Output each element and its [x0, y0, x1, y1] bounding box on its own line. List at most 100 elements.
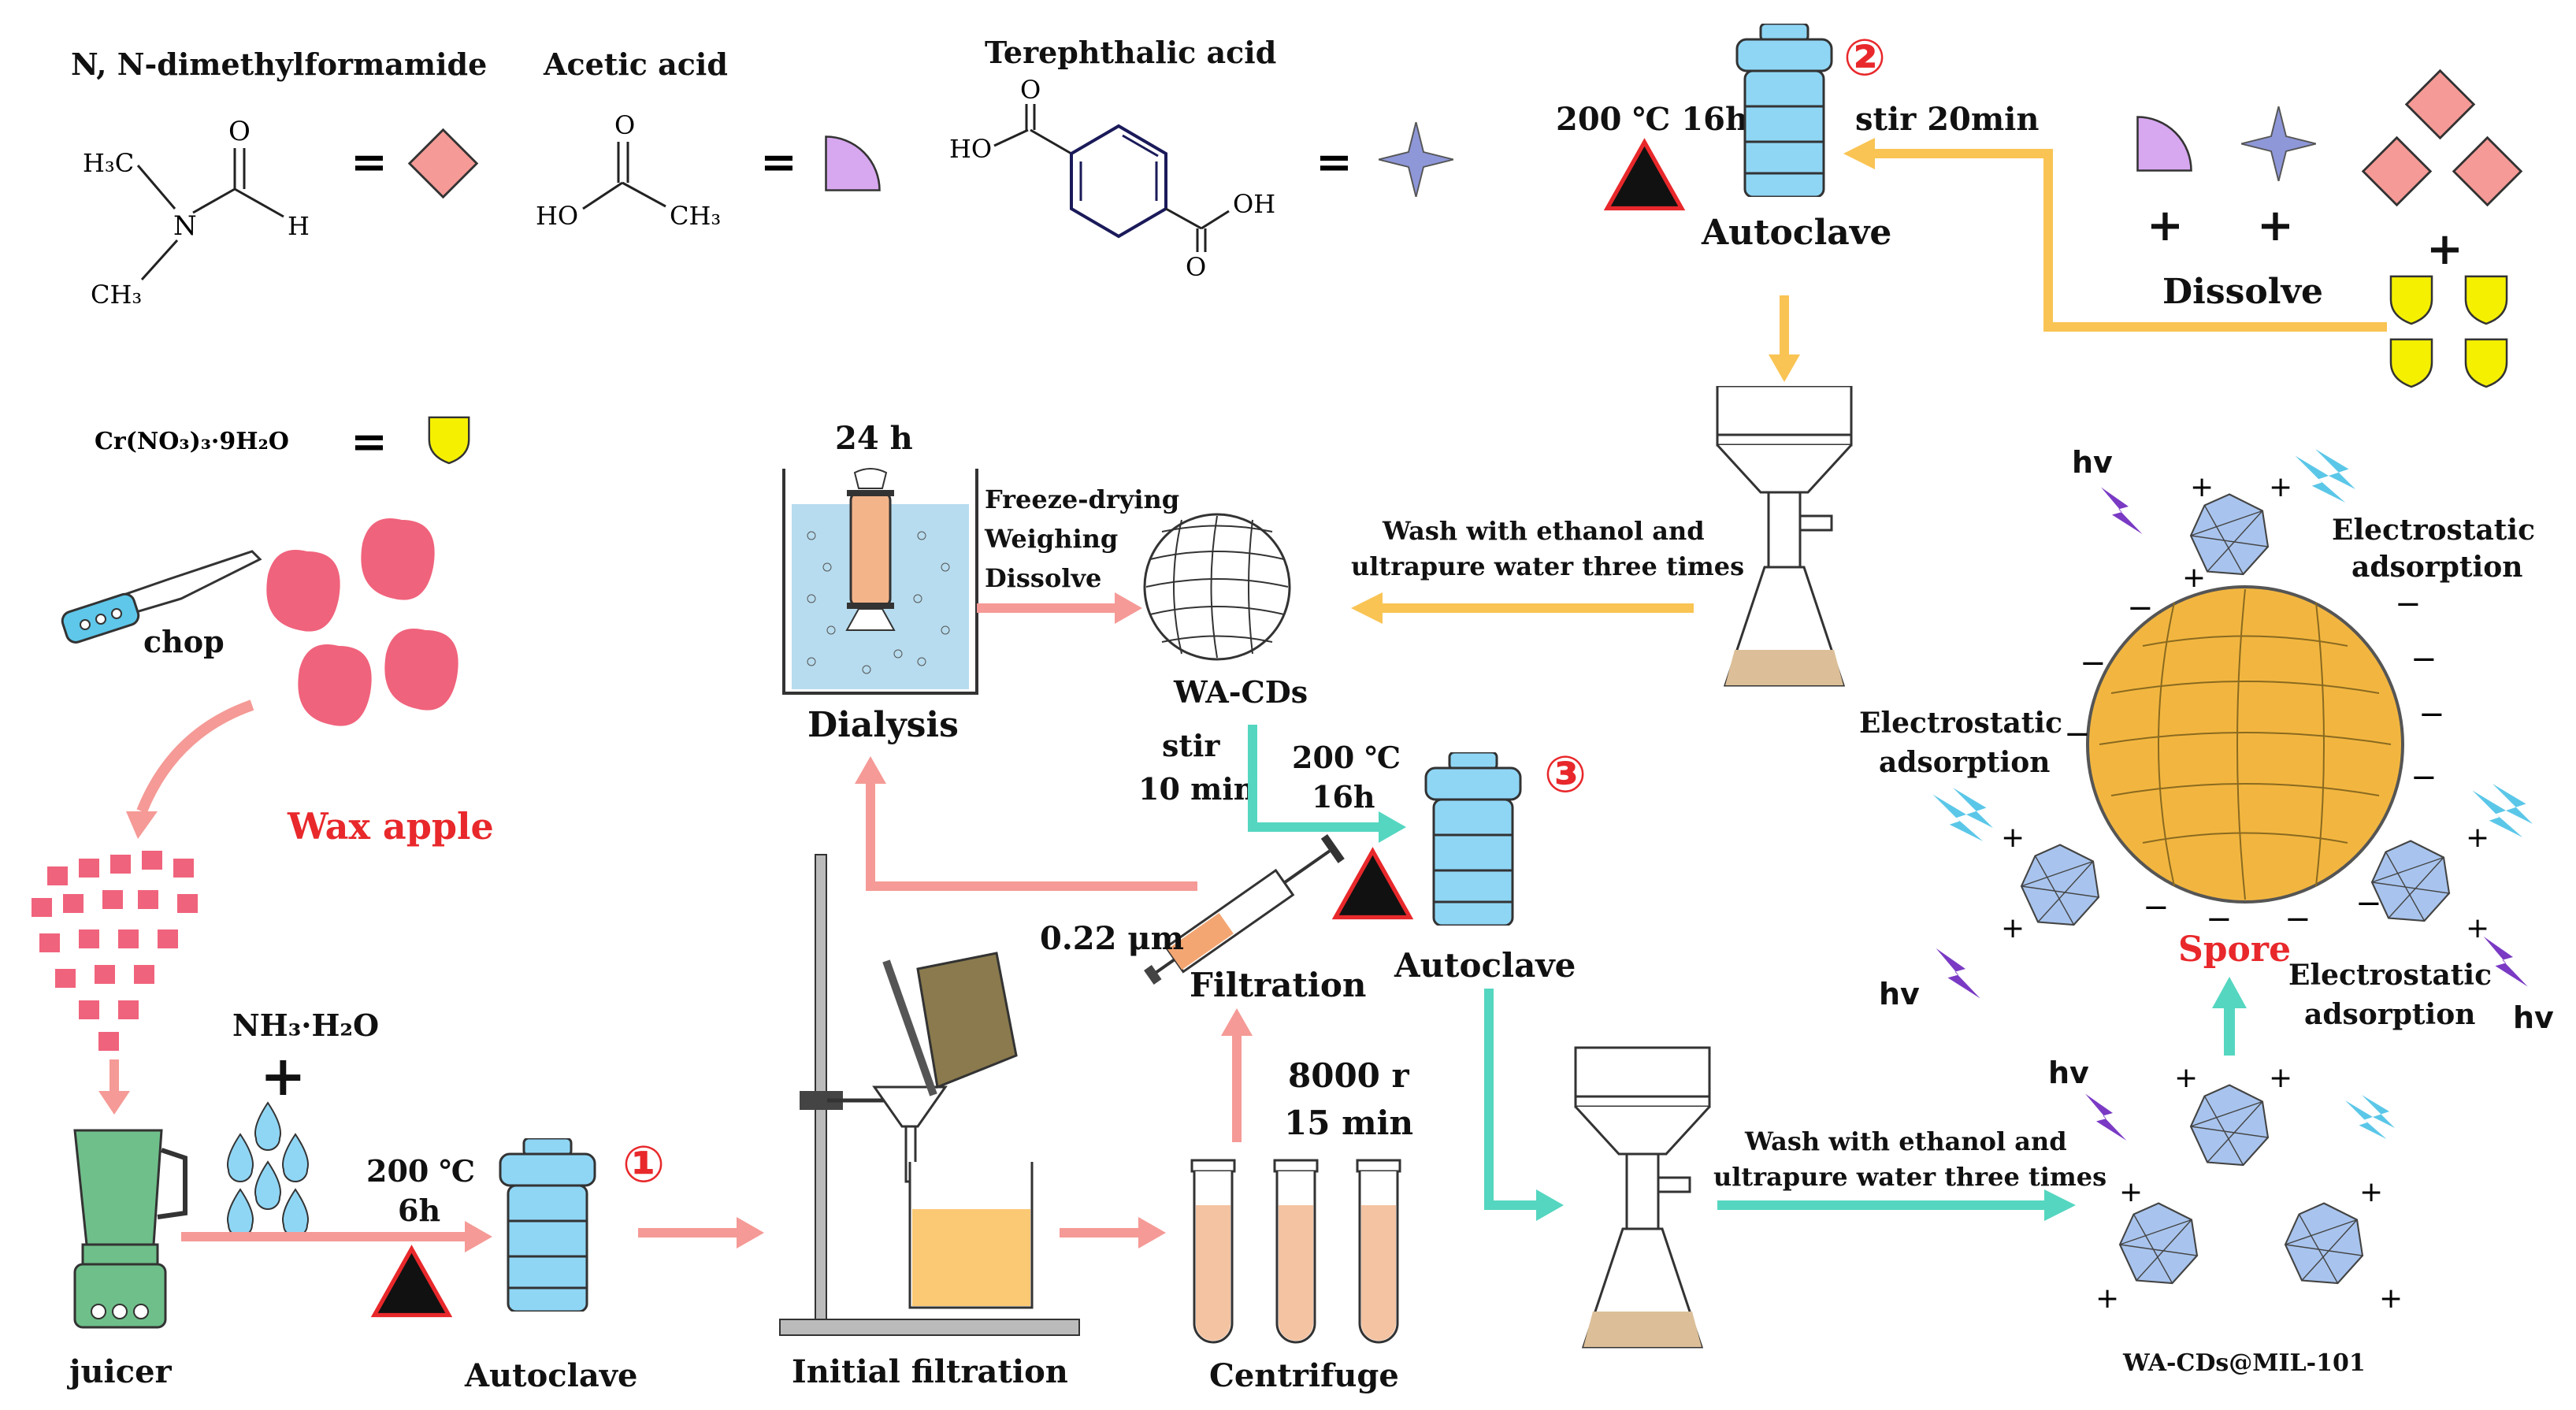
autoclave-icon-step2: [1735, 24, 1833, 197]
light-bolt-icon: [1932, 788, 1993, 841]
wax-apple-icon: [266, 518, 458, 726]
spore-icon: [2086, 585, 2404, 904]
electrostatic-left-b: adsorption: [1879, 746, 2050, 779]
arrow-head: [737, 1217, 764, 1249]
dissolve-label: Dissolve: [2162, 272, 2323, 312]
dmf-diamond-icon: [2405, 69, 2475, 139]
freeze-drying-label: Freeze-drying: [985, 484, 1179, 514]
arrow-head: [1115, 592, 1142, 624]
acetic-ho: HO: [536, 201, 578, 231]
arrow-head: [126, 811, 158, 839]
dmf-h3c: H₃C: [83, 148, 134, 178]
wash-label-top-a: Wash with ethanol and: [1382, 516, 1705, 546]
charge-plus: +: [2119, 1176, 2143, 1208]
charge-minus: −: [2143, 889, 2170, 926]
equals-chromium: =: [351, 416, 388, 468]
dmf-n: N: [173, 210, 197, 242]
charge-minus: −: [2080, 645, 2106, 681]
hv-label: hv: [2513, 1000, 2554, 1035]
step2-cond-label: 200 ℃ 16h: [1556, 101, 1748, 138]
terephthalic-name: Terephthalic acid: [985, 35, 1276, 70]
centrifuge-label: Centrifuge: [1209, 1357, 1399, 1394]
arrow-head: [1351, 592, 1383, 624]
terephthalic-structure: O HO OH O: [949, 75, 1275, 282]
electrostatic-top-b: adsorption: [2351, 551, 2522, 584]
arrow-head: [855, 756, 886, 784]
step3-cond-time: 16h: [1312, 779, 1375, 814]
acetic-quarter-icon: [825, 135, 881, 191]
juicer-icon: [73, 1129, 187, 1329]
chromium-shield-icon: [2389, 338, 2433, 388]
autoclave-icon-step3: [1424, 752, 1522, 926]
light-bolt-icon: [2345, 1095, 2395, 1139]
autoclave-label-step3: Autoclave: [1394, 946, 1576, 985]
acetic-quarter-icon: [2136, 116, 2192, 172]
wacds-label: WA-CDs: [1173, 674, 1308, 710]
terephthalic-star-icon: [2241, 106, 2316, 181]
weighing-label: Weighing: [984, 524, 1118, 554]
mof-octahedron-icon: [2020, 844, 2100, 926]
uv-light-bolt-icon: [2101, 487, 2143, 534]
centrifuge-time: 15 min: [1284, 1104, 1413, 1142]
arrow-head: [2044, 1189, 2076, 1221]
arrow-precursors-to-autoclave2: [1871, 149, 2387, 332]
plus-sign: +: [2147, 199, 2184, 251]
nh3-plus: +: [260, 1043, 306, 1108]
heat-icon-step2: [1607, 143, 1682, 209]
equals-dmf: =: [351, 136, 388, 188]
dialysis-beaker-icon: [782, 468, 978, 695]
charge-plus: +: [2379, 1282, 2403, 1315]
wash-label-bottom-a: Wash with ethanol and: [1744, 1126, 2067, 1156]
arrow-head: [98, 1091, 130, 1115]
charge-plus: +: [2174, 1062, 2198, 1094]
dialysis-time-label: 24 h: [835, 420, 913, 457]
step3-number: ③: [1544, 746, 1587, 804]
arrow-head: [1843, 138, 1875, 169]
arrow-head: [2212, 977, 2247, 1008]
charge-minus: −: [2411, 641, 2437, 677]
step1-cond-temp: 200 ℃: [366, 1153, 475, 1189]
charge-plus: +: [2095, 1282, 2119, 1315]
step3-cond-temp: 200 ℃: [1292, 740, 1401, 775]
uv-light-bolt-icon: [1936, 948, 1980, 999]
chromium-shield-icon: [428, 416, 470, 465]
hv-label: hv: [2072, 445, 2113, 480]
juicer-label: juicer: [67, 1353, 173, 1390]
chromium-shield-icon: [2464, 275, 2508, 325]
acetic-structure: O HO CH₃: [536, 110, 721, 231]
suction-funnel-icon-bottom: [1574, 1046, 1711, 1349]
spore-surface-charges: − − − − − − − − − − −: [2064, 586, 2445, 937]
centrifuge-tube-icon: [1356, 1159, 1401, 1344]
electrostatic-right-b: adsorption: [2304, 998, 2475, 1031]
dmf-name: N, N-dimethylformamide: [71, 46, 487, 82]
chromium-shield-icon: [2464, 338, 2508, 388]
composite-cluster: + + + + + +: [2095, 1062, 2403, 1315]
dmf-structure: H₃C N O H CH₃: [83, 116, 310, 310]
autoclave-label-step1: Autoclave: [464, 1357, 637, 1394]
stir20-label: stir 20min: [1855, 101, 2039, 138]
mof-octahedron-icon: [2118, 1202, 2199, 1285]
plus-sign: +: [2257, 199, 2294, 251]
dmf-o: O: [228, 116, 251, 147]
arrow-autoclave3-to-funnel: [1484, 989, 1540, 1210]
mof-octahedron-icon: [2370, 840, 2451, 922]
step2-number: ②: [1843, 29, 1886, 87]
nh3-label: NH₃·H₂O: [232, 1007, 379, 1043]
tpa-o2: O: [1186, 252, 1206, 282]
heat-icon-step1: [374, 1249, 449, 1315]
suction-funnel-icon-top: [1716, 386, 1853, 687]
equals-terephthalic: =: [1316, 136, 1353, 188]
charge-minus: −: [2418, 696, 2445, 733]
arrow-chop-to-pieces: [136, 699, 254, 814]
uv-light-bolt-icon: [2085, 1093, 2127, 1141]
acetic-o: O: [614, 110, 635, 140]
dmf-diamond-icon: [2362, 136, 2432, 206]
hv-label: hv: [2048, 1056, 2089, 1090]
hv-label: hv: [1879, 977, 1920, 1011]
chromium-shield-icon: [2389, 275, 2433, 325]
charge-minus: −: [2206, 901, 2233, 937]
initial-filtration-label: Initial filtration: [792, 1353, 1068, 1390]
charge-minus: −: [2064, 716, 2091, 752]
charge-plus: +: [2269, 1062, 2292, 1094]
dmf-ch3: CH₃: [91, 280, 142, 310]
